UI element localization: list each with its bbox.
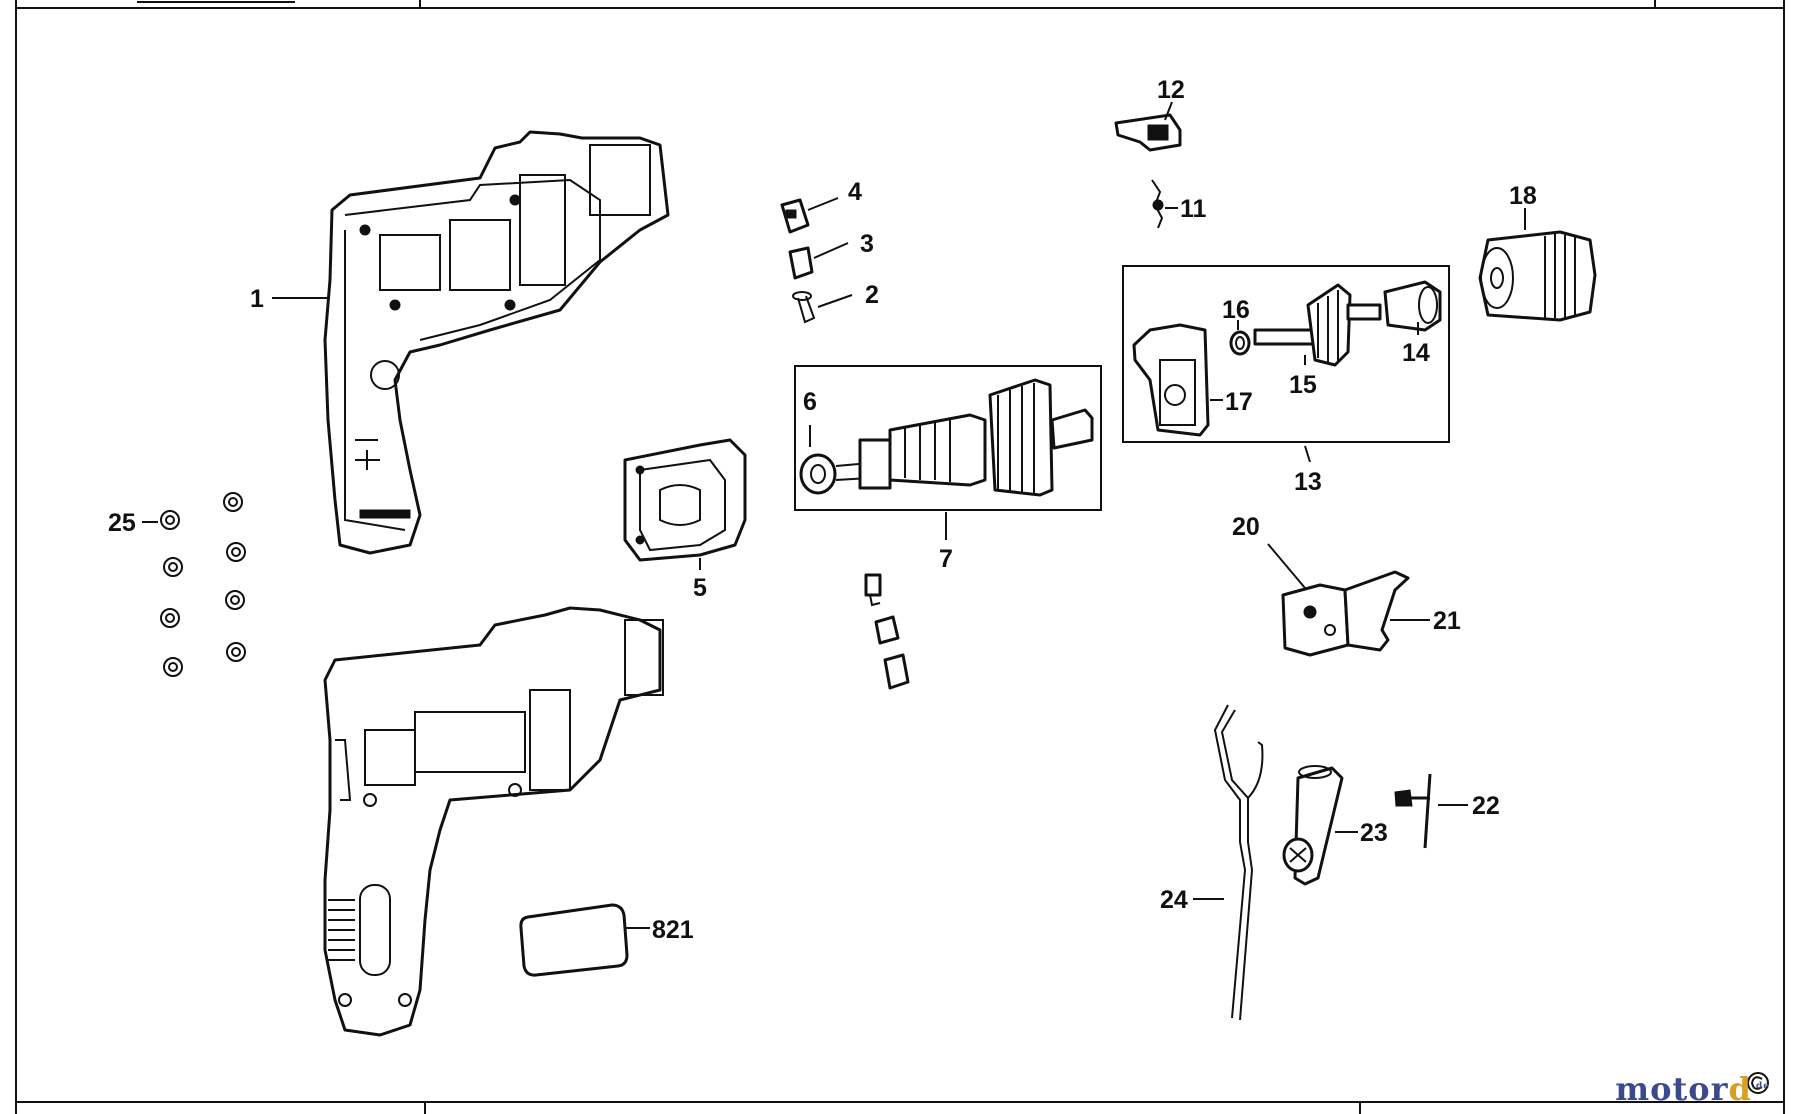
part-12-switch-knob — [1114, 113, 1182, 152]
part-821-label-plate — [519, 903, 629, 977]
callout-25: 25 — [108, 509, 136, 537]
part-22-chuck-key — [1394, 773, 1432, 849]
part-7-armature-group — [794, 365, 1102, 511]
site-watermark: motord.de — [1615, 1070, 1770, 1108]
watermark-main: motor — [1615, 1070, 1729, 1108]
callout-20: 20 — [1232, 513, 1260, 541]
part-housing-right — [323, 606, 664, 1037]
callout-16: 16 — [1222, 296, 1250, 324]
part-3-carbon-brush — [788, 246, 814, 280]
part-11-spring — [1151, 179, 1164, 229]
part-5-stator — [623, 438, 747, 562]
callout-22: 22 — [1472, 792, 1500, 820]
sheet-frame — [15, 0, 1785, 1114]
part-23-side-handle — [1282, 765, 1344, 886]
callout-17: 17 — [1225, 388, 1253, 416]
callout-18: 18 — [1509, 182, 1537, 210]
callout-12: 12 — [1157, 76, 1185, 104]
part-18-chuck — [1478, 230, 1597, 322]
part-spare-brushes — [864, 573, 910, 690]
part-24-depth-rod — [1213, 704, 1264, 1021]
copyright-mark — [1747, 1072, 1769, 1094]
callout-14: 14 — [1402, 339, 1430, 367]
callout-24: 24 — [1160, 886, 1188, 914]
callout-2: 2 — [865, 281, 879, 309]
part-4-brush-holder — [780, 198, 810, 234]
part-2-screw — [792, 291, 816, 324]
callout-1: 1 — [250, 285, 264, 313]
part-25-screws — [160, 492, 246, 677]
callout-21: 21 — [1433, 607, 1461, 635]
callout-11: 11 — [1180, 195, 1207, 223]
callout-821: 821 — [652, 916, 694, 944]
part-1-housing-left — [323, 130, 670, 555]
callout-7: 7 — [939, 545, 953, 573]
callout-15: 15 — [1289, 371, 1317, 399]
callout-13: 13 — [1294, 468, 1322, 496]
callout-6: 6 — [803, 388, 817, 416]
part-21-trigger — [1343, 570, 1410, 652]
watermark-suffix: .de — [1751, 1081, 1770, 1092]
callout-4: 4 — [848, 178, 862, 206]
watermark-tail: d — [1728, 1070, 1752, 1108]
part-13-gear-group — [1122, 265, 1450, 443]
callout-5: 5 — [693, 574, 707, 602]
part-20-switch — [1281, 583, 1350, 657]
callout-23: 23 — [1360, 819, 1388, 847]
callout-3: 3 — [860, 230, 874, 258]
